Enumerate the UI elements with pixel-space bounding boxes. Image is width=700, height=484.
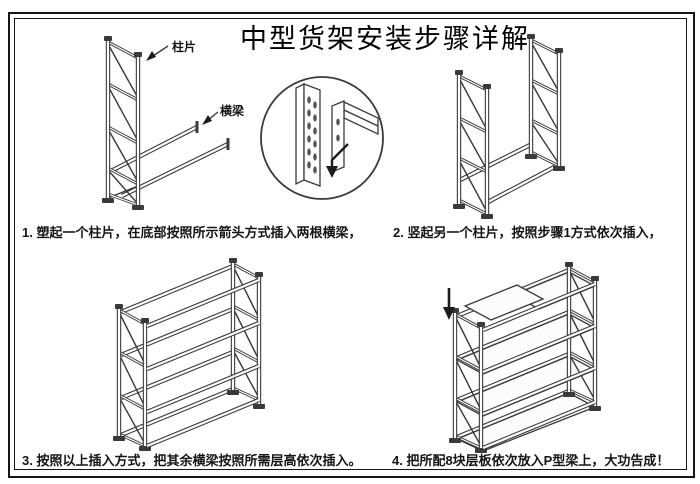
step2-figure: [445, 28, 657, 220]
leader-line-cross-beam: [202, 111, 219, 125]
place-down-arrow: [443, 288, 455, 320]
connection-detail-figure: [254, 72, 390, 208]
front-beams: [146, 277, 260, 449]
upright-frame-right: [525, 34, 565, 171]
step1-upright-and-beams-illustration: [102, 36, 230, 210]
back-beams: [120, 263, 234, 438]
upright-frame-left: [453, 70, 493, 219]
upright-frame-left: [449, 308, 487, 453]
step1-caption: 1. 塑起一个柱片，在底部按照所示箭头方式插入两根横梁，: [22, 225, 362, 240]
step2-caption: 2. 竖起另一个柱片，按照步骤1方式依次插入，: [393, 225, 662, 240]
step4-caption: 4. 把所配8块层板依次放入P型梁上，大功告成！: [392, 453, 670, 468]
step2-two-uprights-illustration: [453, 34, 565, 219]
page-title: 中型货架安装步骤详解: [240, 24, 530, 54]
outer-border: [8, 12, 695, 478]
upright-frame: [102, 36, 144, 210]
beam-hook-detail-illustration: [260, 76, 384, 200]
step4-rack-with-shelves-illustration: [443, 262, 601, 453]
beam-connector-plate: [331, 100, 379, 173]
front-beams: [482, 281, 596, 451]
step4-figure: [425, 250, 655, 455]
column-piece-label: 柱片: [172, 40, 197, 54]
magnifier-circle: [260, 76, 384, 200]
leader-line-column-piece: [146, 45, 169, 61]
beam-back: [111, 121, 199, 172]
post-with-holes: [295, 82, 321, 187]
cross-beam-label: 横梁: [220, 104, 245, 118]
upright-frame-left: [113, 304, 151, 451]
upright-frame-right: [227, 258, 265, 409]
step1-figure: 柱片 横梁: [60, 28, 285, 220]
bottom-beams: [459, 142, 562, 204]
inner-border: [14, 18, 687, 470]
step3-full-rack-illustration: [113, 258, 265, 451]
step3-figure: [95, 248, 300, 453]
step3-caption: 3. 按照以上插入方式，把其余横梁按照所需层高依次插入。: [22, 453, 362, 468]
upright-frame-right: [563, 262, 601, 411]
insert-direction-arrow: [326, 143, 349, 178]
floating-shelf-panel: [463, 284, 545, 321]
